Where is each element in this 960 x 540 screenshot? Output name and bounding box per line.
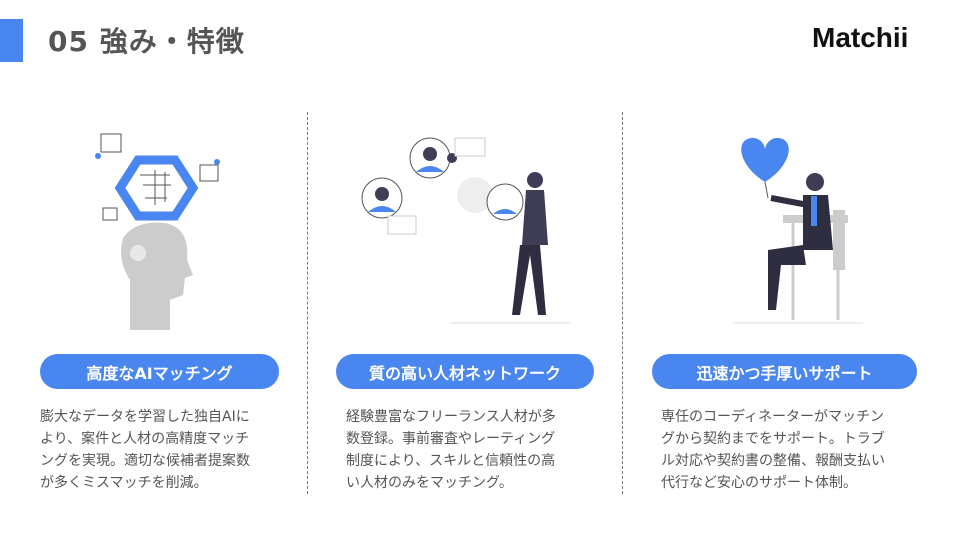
support-illustration <box>733 137 863 324</box>
desc-line: グから契約までをサポート。トラブ <box>661 431 885 447</box>
brand-logo: Matchii <box>812 22 909 53</box>
desc-line: より、案件と人材の高精度マッチ <box>40 431 250 447</box>
page-title: 05 強み・特徴 <box>48 25 245 58</box>
network-illustration <box>361 137 570 324</box>
column-divider <box>307 112 308 494</box>
desc-line: が多くミスマッチを削減。 <box>40 475 208 491</box>
desc-line: 代行など安心のサポート体制。 <box>661 475 857 491</box>
desc-line: 専任のコーディネーターがマッチン <box>661 409 885 425</box>
feature-description: 専任のコーディネーターがマッチン グから契約までをサポート。トラブ ル対応や契約… <box>661 406 885 494</box>
desc-line: 経験豊富なフリーランス人材が多 <box>346 409 556 425</box>
feature-description: 膨大なデータを学習した独自AIに より、案件と人材の高精度マッチ ングを実現。適… <box>40 406 250 494</box>
ai-head-illustration <box>95 133 220 330</box>
feature-description: 経験豊富なフリーランス人材が多 数登録。事前審査やレーティング 制度により、スキ… <box>346 406 556 494</box>
desc-line: ル対応や契約書の整備、報酬支払い <box>661 453 885 469</box>
feature-label-pill: 質の高い人材ネットワーク <box>336 354 594 389</box>
title-accent-bar <box>0 19 23 62</box>
feature-label-pill: 迅速かつ手厚いサポート <box>652 354 917 389</box>
desc-line: 膨大なデータを学習した独自AIに <box>40 409 250 425</box>
column-divider <box>622 112 623 494</box>
desc-line: 制度により、スキルと信頼性の高 <box>346 453 556 469</box>
desc-line: 数登録。事前審査やレーティング <box>346 431 556 447</box>
desc-line: い人材のみをマッチング。 <box>346 475 513 491</box>
feature-label-pill: 高度なAIマッチング <box>40 354 279 389</box>
desc-line: ングを実現。適切な候補者提案数 <box>40 453 250 469</box>
